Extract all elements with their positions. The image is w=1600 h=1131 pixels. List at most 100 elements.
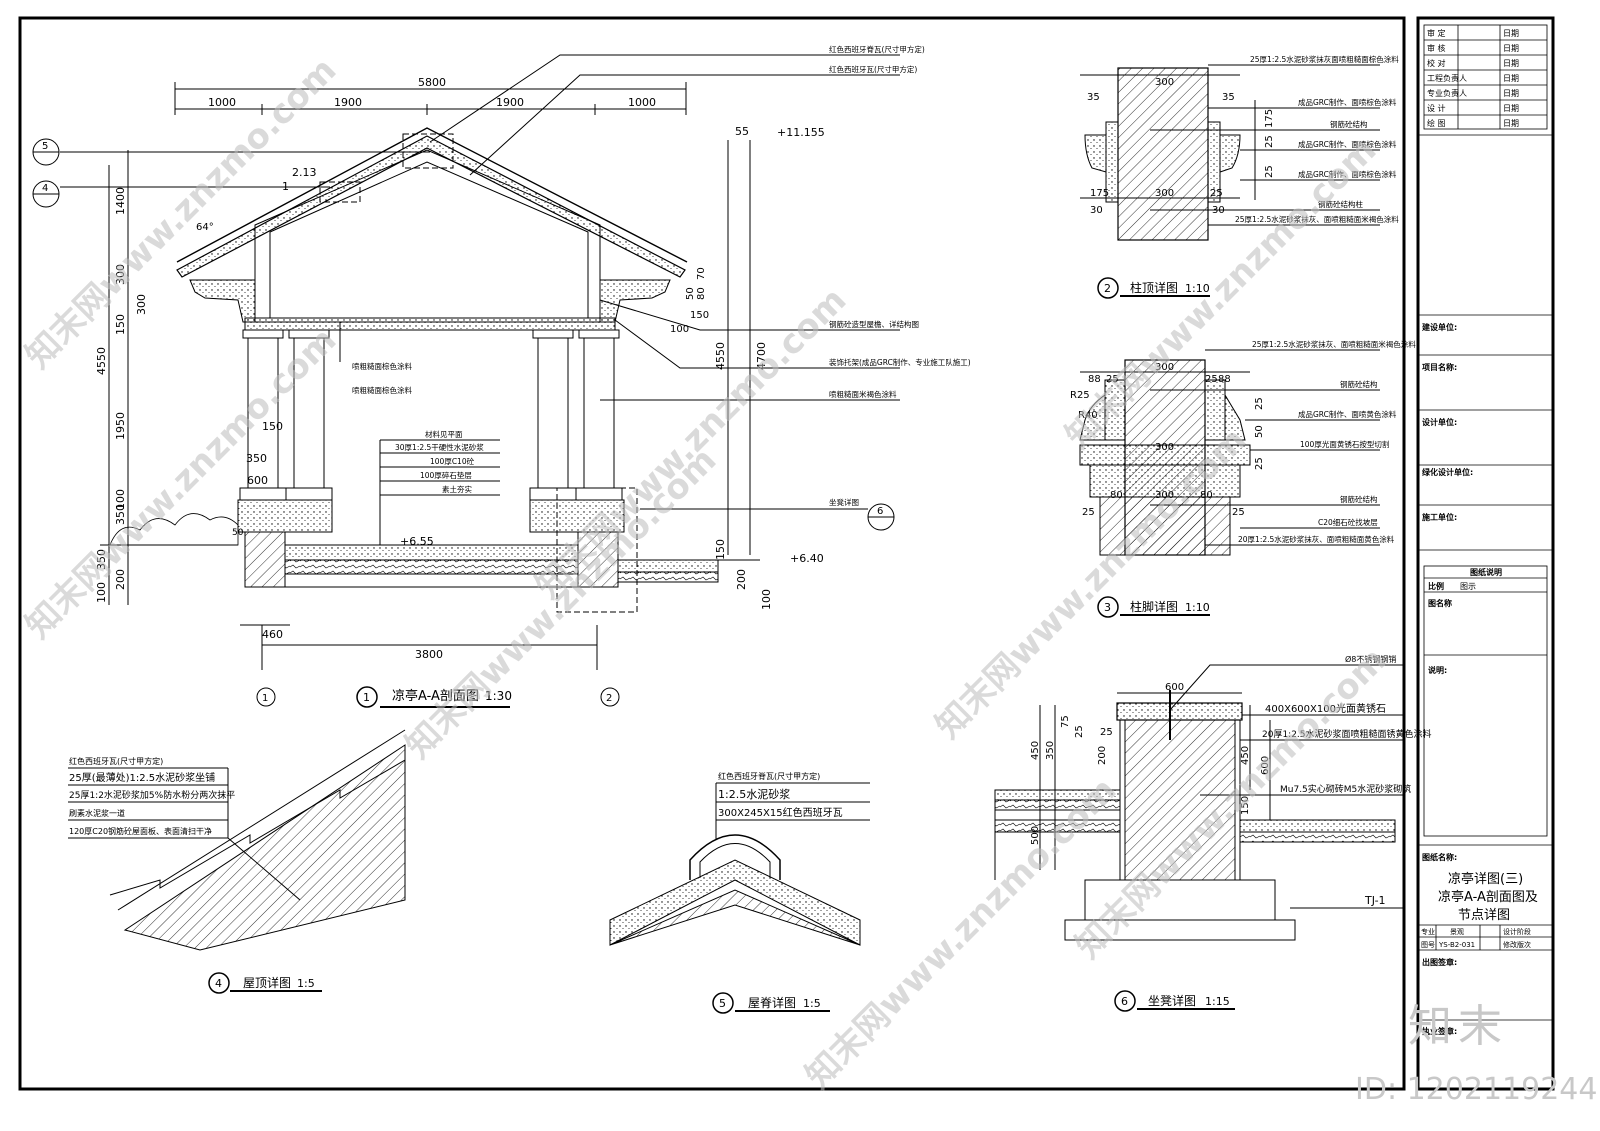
- floor-layer-1: 30厚1:2.5干硬性水泥砂浆: [395, 442, 484, 452]
- d6-note-3: Mu7.5实心砌砖M5水泥砂浆砌筑: [1280, 783, 1411, 795]
- sign-date-6: 日期: [1503, 119, 1519, 128]
- d2-note-6: 25厚1:2.5水泥砂浆抹灰、面喷粗糙面米褐色涂料: [1235, 214, 1399, 224]
- dim-right-2: 4700: [755, 342, 768, 370]
- detail3-bubble: 3: [1104, 601, 1111, 614]
- note-label: 说明:: [1428, 665, 1447, 675]
- build-unit-label: 建设单位:: [1421, 322, 1457, 332]
- d3-dim-11: 25: [1254, 457, 1265, 470]
- spec-value: 景观: [1450, 928, 1464, 936]
- roof-slope-unit: 1: [282, 180, 289, 193]
- dim-left-5: 1950: [114, 412, 127, 440]
- note-bench-ref: 坐凳详图: [829, 497, 859, 507]
- detail4-scale: 1:5: [297, 977, 315, 990]
- detail-bench-labels: 600 450 350 25 75 25 200 450 600 150 500…: [1030, 654, 1432, 1008]
- d6-dim-3: 25: [1100, 727, 1113, 738]
- titleblock-text: 审 定 日期 审 核 日期 校 对 日期 工程负责人 日期 专业负责人 日期 设…: [1421, 28, 1538, 1036]
- detail6-title: 坐凳详图: [1148, 993, 1196, 1008]
- dim-left-7: 100: [114, 489, 127, 510]
- d2-note-2: 钢筋砼结构: [1330, 119, 1368, 129]
- sign-date-2: 日期: [1503, 59, 1519, 68]
- scale-value: 图示: [1460, 582, 1476, 591]
- note-inner-1: 喷粗糙面棕色涂料: [352, 385, 412, 395]
- bench-tag: TJ-1: [1364, 894, 1386, 907]
- d3-dim-8: 25: [1254, 397, 1265, 410]
- roof-slope: 2.13: [292, 166, 317, 179]
- d3-note-2: 成品GRC制作、面喷黄色涂料: [1298, 409, 1397, 419]
- ref-bubble-6: 6: [877, 506, 883, 517]
- detail6-bubble: 6: [1121, 995, 1128, 1008]
- note-paint: 喷粗糙面米褐色涂料: [829, 389, 897, 399]
- d2-note-0: 25厚1:2.5水泥砂浆抹灰面喷粗糙面棕色涂料: [1250, 54, 1399, 64]
- d6-dim-8: 600: [1260, 756, 1271, 775]
- elevation-floor: +6.55: [400, 535, 434, 548]
- d3-note-3: 100厚光面黄锈石按型切割: [1300, 439, 1389, 449]
- phase-label: 设计阶段: [1503, 927, 1531, 936]
- d6-dim-1: 450: [1030, 741, 1041, 760]
- detail-column-top-labels: 300 35 35 175 25 25 175 25 300 30 30 25厚…: [1087, 54, 1399, 295]
- elevation-top: +11.155: [777, 126, 825, 139]
- d6-dim-2: 350: [1045, 741, 1056, 760]
- d4-note-3: 刷素水泥浆一道: [69, 808, 125, 818]
- d6-note-2: 20厚1:2.5水泥砂浆面喷粗糙面锈黄色涂料: [1262, 728, 1432, 740]
- d2-note-4: 成品GRC制作、面喷棕色涂料: [1298, 169, 1397, 179]
- sign-date-3: 日期: [1503, 74, 1519, 83]
- watermark-id: ID: 1202119244: [1355, 1072, 1598, 1107]
- dim-left-3: 300: [135, 294, 148, 315]
- project-name-label: 项目名称:: [1422, 362, 1457, 372]
- exec-label: 执业签章:: [1422, 1026, 1457, 1036]
- titleblock-frame: [1416, 16, 1555, 1091]
- ref-bubble-4: 4: [42, 183, 48, 194]
- sign-date-4: 日期: [1503, 89, 1519, 98]
- dim-total-width: 5800: [418, 76, 446, 89]
- d3-dim-4: 88: [1218, 374, 1231, 385]
- green-unit-label: 绿化设计单位:: [1422, 467, 1473, 477]
- d3-note-0: 25厚1:2.5水泥砂浆抹灰、面喷粗糙面米褐色涂料: [1252, 339, 1416, 349]
- note-ridge-tile: 红色西班牙脊瓦(尺寸甲方定): [829, 44, 925, 54]
- dim-left-4: 150: [114, 314, 127, 335]
- floor-layer-4: 素土夯实: [442, 484, 472, 494]
- d3-dim-13: 300: [1155, 490, 1174, 501]
- d6-dim-4: 75: [1060, 715, 1071, 728]
- ref-bubble-5: 5: [42, 141, 48, 152]
- axis-2: 2: [606, 693, 612, 704]
- section-title: 凉亭A-A剖面图: [392, 688, 479, 704]
- dim-left-6: 350: [114, 504, 127, 525]
- d3-note-5: C20细石砼找坡层: [1318, 517, 1378, 527]
- d6-dim-9: 150: [1240, 796, 1251, 815]
- d2-dim-2: 35: [1222, 92, 1235, 103]
- d2-dim-3: 175: [1264, 109, 1275, 128]
- note-inner-0: 喷粗糙面棕色涂料: [352, 361, 412, 371]
- detail-ridge-labels: 红色西班牙脊瓦(尺寸甲方定) 1:2.5水泥砂浆 300X245X15红色西班牙…: [718, 771, 843, 1010]
- d2-dim-7: 25: [1210, 188, 1223, 199]
- watermark-logo: 知末: [1408, 1001, 1508, 1052]
- design-unit-label: 设计单位:: [1422, 417, 1457, 427]
- dim-right-3: 150: [714, 539, 727, 560]
- dim-bottom-1: 3800: [415, 648, 443, 661]
- detail-column-base: [1079, 349, 1380, 618]
- detail6-scale: 1:15: [1205, 995, 1230, 1008]
- col-dim-0: 150: [262, 420, 283, 433]
- dim-top-1: 1000: [208, 96, 236, 109]
- sign-date-0: 日期: [1503, 29, 1519, 38]
- eave-dim-3: 150: [690, 310, 709, 321]
- d2-note-5: 钢筋砼结构柱: [1318, 199, 1363, 209]
- dim-right-0: 55: [735, 125, 749, 138]
- d2-dim-11: 30: [1090, 205, 1103, 216]
- col-dim-2: 600: [247, 474, 268, 487]
- spec-label: 专业: [1421, 927, 1435, 936]
- eave-dim-4: 100: [670, 324, 689, 335]
- d3-dim-7: 300: [1155, 442, 1174, 453]
- d3-dim-14: 80: [1110, 490, 1123, 501]
- col-dim-1: 350: [246, 452, 267, 465]
- col-dim-3: 50: [232, 528, 244, 538]
- column-right-1: [529, 329, 577, 501]
- dim-bottom-0: 460: [262, 628, 283, 641]
- scale-label: 比例: [1428, 581, 1444, 591]
- d6-dim-10: 500: [1030, 826, 1041, 845]
- d6-dim-7: 450: [1240, 746, 1251, 765]
- dim-left-8: 350: [95, 549, 108, 570]
- d5-note-1: 1:2.5水泥砂浆: [718, 787, 790, 801]
- drawing-frame: [18, 16, 1406, 1091]
- drawing-name-2: 凉亭A-A剖面图及: [1438, 889, 1538, 905]
- d2-dim-5: 25: [1264, 165, 1275, 178]
